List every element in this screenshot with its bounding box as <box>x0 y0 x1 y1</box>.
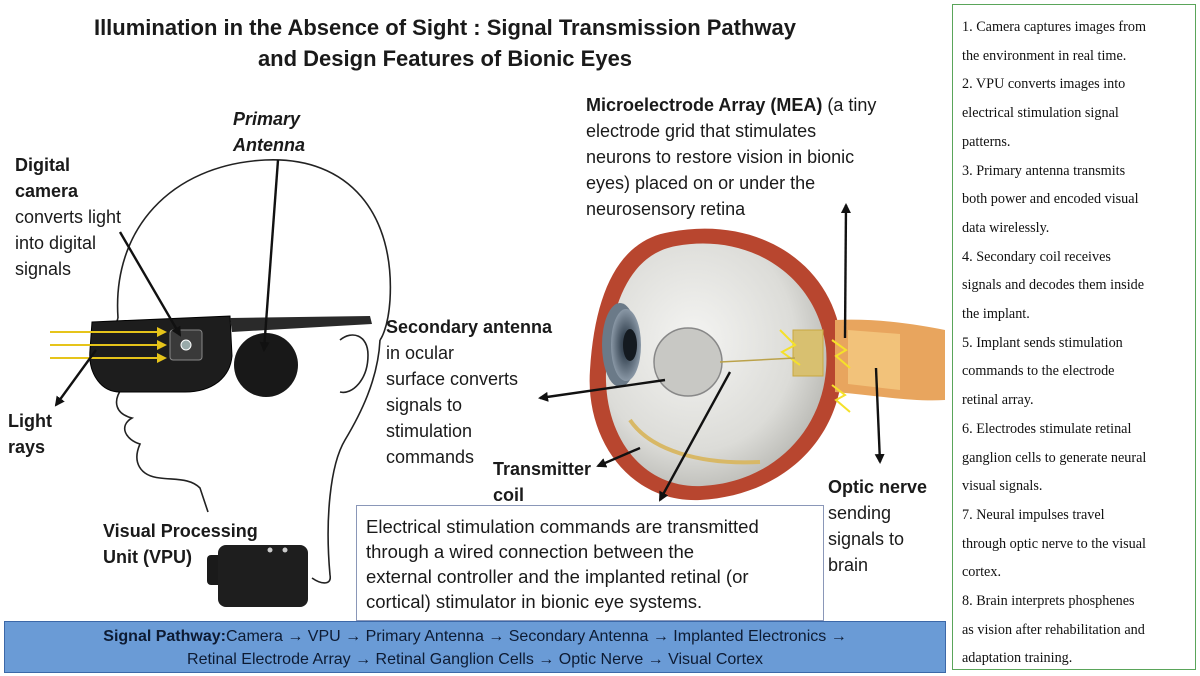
optic-nerve-label-line-4: brain <box>828 555 869 575</box>
smart-glasses <box>89 315 372 393</box>
light-rays-label: Light rays <box>8 408 52 460</box>
secondary-antenna-label-line-5: stimulation <box>386 421 473 441</box>
camera-label: Digital camera converts light into digit… <box>15 152 121 282</box>
mea-label-line-3: neurons to restore vision in bionic <box>586 147 855 167</box>
vpu-label: Visual Processing Unit (VPU) <box>103 518 258 570</box>
mea-label-line-4: eyes) placed on or under the <box>586 173 816 193</box>
signal-pathway-line-2: Retinal Electrode Array → Retinal Gangli… <box>187 651 763 668</box>
secondary-antenna-label-line-4: signals to <box>386 395 463 415</box>
primary-antenna-disk <box>234 333 298 397</box>
vpu-device <box>207 545 332 607</box>
steps-list-line: 3. Primary antenna transmits <box>962 162 1126 179</box>
mea-label: Microelectrode Array (MEA) (a tiny elect… <box>586 92 876 222</box>
steps-list-line: 8. Brain interprets phosphenes <box>962 593 1135 610</box>
camera-label-bold-2: camera <box>15 181 79 201</box>
steps-list-line: electrical stimulation signal <box>962 105 1119 122</box>
optic-nerve-label-bold: Optic nerve <box>828 477 928 497</box>
camera-label-line-5: signals <box>15 259 72 279</box>
steps-list-line: 5. Implant sends stimulation <box>962 334 1123 351</box>
steps-list: 1. Camera captures images from the envir… <box>953 5 1195 673</box>
steps-list-line: commands to the electrode <box>962 363 1115 380</box>
steps-list-line: visual signals. <box>962 478 1043 495</box>
secondary-antenna-label: Secondary antenna in ocular surface conv… <box>386 314 552 470</box>
steps-list-line: 7. Neural impulses travel <box>962 506 1105 523</box>
wired-box-line-4: cortical) stimulator in bionic eye syste… <box>366 591 703 612</box>
steps-list-line: ganglion cells to generate neural <box>962 449 1147 466</box>
steps-list-line: 2. VPU converts images into <box>962 76 1126 93</box>
secondary-antenna-label-line-2: in ocular <box>386 343 455 363</box>
secondary-antenna-label-bold: Secondary antenna <box>386 317 553 337</box>
steps-list-line: 4. Secondary coil receives <box>962 248 1111 265</box>
signal-pathway-line-1: Camera → VPU → Primary Antenna → Seconda… <box>225 628 847 645</box>
wired-box-line-1: Electrical stimulation commands are tran… <box>366 516 759 537</box>
transmitter-coil-label-line-2: coil <box>493 485 525 505</box>
steps-list-line: both power and encoded visual <box>962 191 1139 208</box>
signal-pathway-bar: Signal Pathway:Camera → VPU → Primary An… <box>4 621 946 673</box>
steps-list-line: retinal array. <box>962 392 1034 409</box>
steps-list-line: the implant. <box>962 306 1030 323</box>
eye-cross-section <box>589 228 945 501</box>
wired-connection-box: Electrical stimulation commands are tran… <box>356 505 824 621</box>
steps-list-line: 1. Camera captures images from <box>962 19 1146 35</box>
primary-antenna-label-line-1: Primary <box>233 109 301 129</box>
wired-box-line-2: through a wired connection between the <box>366 541 695 562</box>
camera-label-bold-1: Digital <box>15 155 71 175</box>
light-rays <box>50 327 167 363</box>
secondary-antenna-label-line-6: commands <box>386 447 475 467</box>
steps-list-line: patterns. <box>962 133 1011 150</box>
mea-label-line-2: electrode grid that stimulates <box>586 121 817 141</box>
optic-nerve-label-line-3: signals to <box>828 529 905 549</box>
wired-box-line-3: external controller and the implanted re… <box>366 566 749 587</box>
pointer-arrows <box>54 159 885 502</box>
light-rays-label-line-2: rays <box>8 437 46 457</box>
steps-list-line: cortex. <box>962 564 1001 581</box>
vpu-label-line-1: Visual Processing <box>103 521 258 541</box>
steps-list-line: adaptation training. <box>962 650 1073 667</box>
title-line-1: Illumination in the Absence of Sight : S… <box>93 15 797 40</box>
mea-label-line-1: (a tiny <box>822 95 877 115</box>
camera-label-line-3: converts light <box>15 207 122 227</box>
steps-list-line: data wirelessly. <box>962 219 1050 236</box>
signal-pathway-prefix: Signal Pathway: <box>103 628 226 645</box>
mea-label-bold: Microelectrode Array (MEA) <box>586 95 823 115</box>
optic-nerve-label-line-2: sending <box>828 503 892 523</box>
primary-antenna-label-line-2: Antenna <box>233 135 305 155</box>
steps-list-line: as vision after rehabilitation and <box>962 621 1145 638</box>
steps-list-line: 6. Electrodes stimulate retinal <box>962 420 1132 437</box>
primary-antenna-label: Primary Antenna <box>233 106 305 158</box>
title-line-2: and Design Features of Bionic Eyes <box>257 46 633 71</box>
steps-list-line: signals and decodes them inside <box>962 277 1145 294</box>
optic-nerve-label: Optic nerve sending signals to brain <box>828 474 927 578</box>
camera-label-line-4: into digital <box>15 233 97 253</box>
light-rays-label-line-1: Light <box>8 411 52 431</box>
secondary-antenna-label-line-3: surface converts <box>386 369 519 389</box>
steps-list-line: through optic nerve to the visual <box>962 535 1147 552</box>
page-title: Illumination in the Absence of Sight : S… <box>30 12 860 74</box>
transmitter-coil-label: Transmitter coil <box>493 456 591 508</box>
transmitter-coil-label-line-1: Transmitter <box>493 459 592 479</box>
mea-label-line-5: neurosensory retina <box>586 199 746 219</box>
steps-panel: 1. Camera captures images from the envir… <box>952 4 1196 670</box>
vpu-label-line-2: Unit (VPU) <box>103 547 192 567</box>
steps-list-line: the environment in real time. <box>962 47 1127 64</box>
